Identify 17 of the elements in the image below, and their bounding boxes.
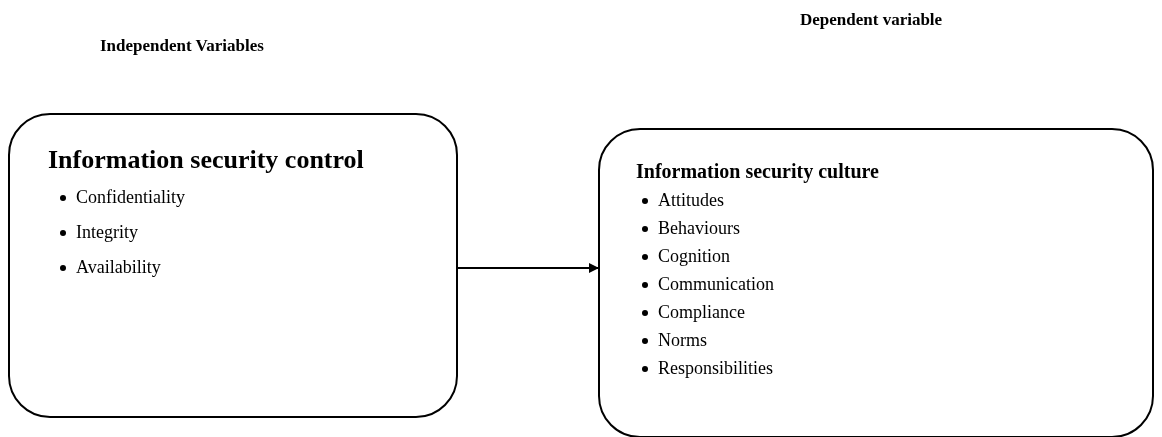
- column-heading: Independent Variables: [100, 36, 264, 56]
- column-heading: Dependent variable: [800, 10, 943, 30]
- list-item-text: Availability: [76, 257, 161, 278]
- rounded-box: [598, 128, 1154, 437]
- list-item-text: Responsibilities: [658, 358, 773, 379]
- list-item-text: Integrity: [76, 222, 138, 243]
- list-item-text: Attitudes: [658, 190, 724, 211]
- list-item-text: Communication: [658, 274, 774, 295]
- list-item-text: Cognition: [658, 246, 730, 267]
- arrow: [457, 263, 599, 273]
- list-item-text: Norms: [658, 330, 707, 351]
- rounded-box: [8, 113, 458, 418]
- box-heading: Information security control: [48, 145, 364, 175]
- list-item-text: Compliance: [658, 302, 745, 323]
- list-item-text: Confidentiality: [76, 187, 185, 208]
- list-item-text: Behaviours: [658, 218, 740, 239]
- box-heading: Information security culture: [636, 160, 879, 183]
